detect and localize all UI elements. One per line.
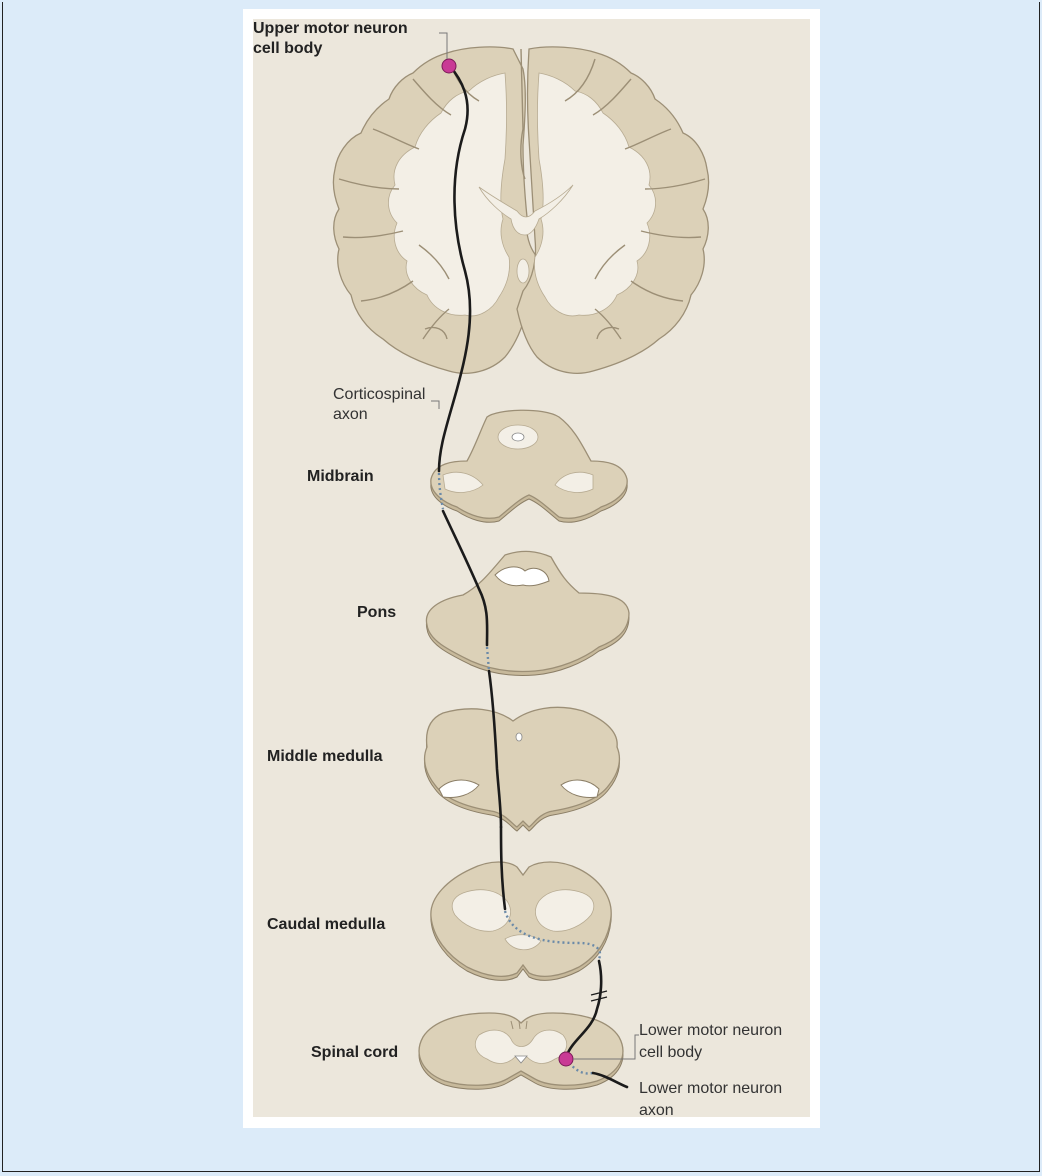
caudal-medulla-section	[431, 862, 611, 980]
spinal-cord-label: Spinal cord	[311, 1044, 398, 1061]
pons-label: Pons	[357, 604, 396, 621]
upper-motor-neuron-cell-body	[442, 59, 456, 73]
lower-motor-neuron-cell-body	[559, 1052, 573, 1066]
corticospinal-tract-diagram: Upper motor neuron cell body Corticospin…	[243, 9, 820, 1128]
caudal-medulla-label: Caudal medulla	[267, 916, 385, 933]
middle-medulla-label: Middle medulla	[267, 748, 383, 765]
figure-card: Upper motor neuron cell body Corticospin…	[243, 9, 820, 1128]
brain-coronal-section	[333, 47, 708, 373]
third-ventricle	[517, 259, 529, 283]
midbrain-label: Midbrain	[307, 468, 374, 485]
